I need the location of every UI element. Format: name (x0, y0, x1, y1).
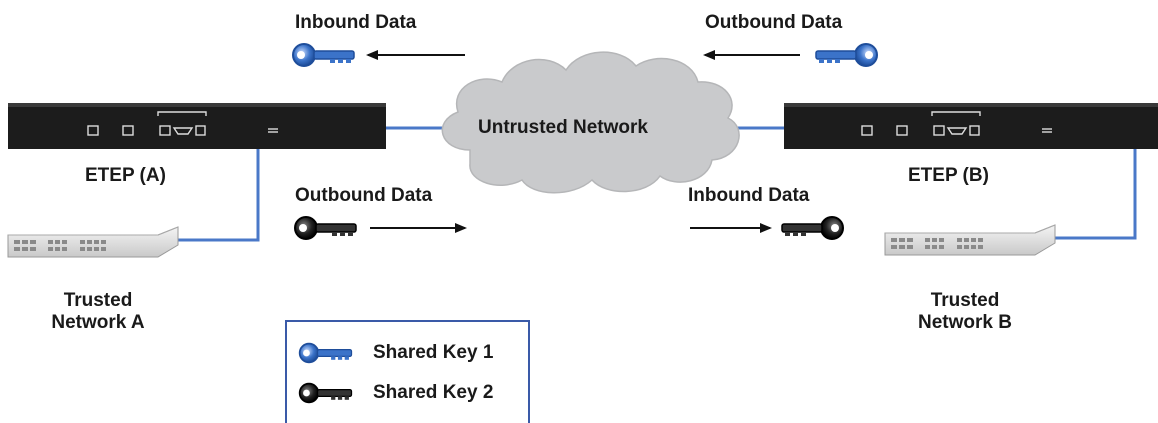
link-etep-a-trusted-a (178, 148, 260, 242)
legend-shared-key-2-label: Shared Key 2 (373, 382, 494, 403)
untrusted-network-label: Untrusted Network (478, 117, 648, 138)
trusted-network-b-switch-icon (884, 224, 1056, 256)
etep-b-label: ETEP (B) (908, 165, 989, 186)
trusted-network-b-line2: Network B (918, 312, 1012, 333)
trusted-network-b-line1: Trusted (930, 290, 1000, 311)
trusted-network-b-label: Trusted Network B (905, 290, 1025, 334)
legend-shared-key-1-label: Shared Key 1 (373, 342, 494, 363)
top-inbound-data-label: Inbound Data (295, 12, 417, 33)
trusted-network-a-switch-icon (7, 226, 179, 258)
mid-outbound-data-label: Outbound Data (295, 185, 433, 206)
blue-key-icon (292, 43, 355, 67)
trusted-network-a-line1: Trusted (63, 290, 133, 311)
blue-key-icon (815, 43, 878, 67)
black-key-icon (781, 216, 844, 240)
untrusted-network-cloud (441, 51, 740, 194)
legend-blue-key-icon (298, 342, 353, 364)
etep-b-device (784, 103, 1158, 149)
etep-a-device (8, 103, 386, 149)
mid-inbound-data-label: Inbound Data (688, 185, 810, 206)
legend: Shared Key 1 Shared Key 2 (285, 320, 530, 423)
trusted-network-a-line2: Network A (51, 312, 145, 333)
black-key-icon (294, 216, 357, 240)
top-outbound-data-label: Outbound Data (705, 12, 843, 33)
legend-black-key-icon (298, 382, 353, 404)
trusted-network-a-label: Trusted Network A (38, 290, 158, 334)
link-etep-b-trusted-b (1055, 148, 1137, 240)
etep-a-label: ETEP (A) (85, 165, 166, 186)
